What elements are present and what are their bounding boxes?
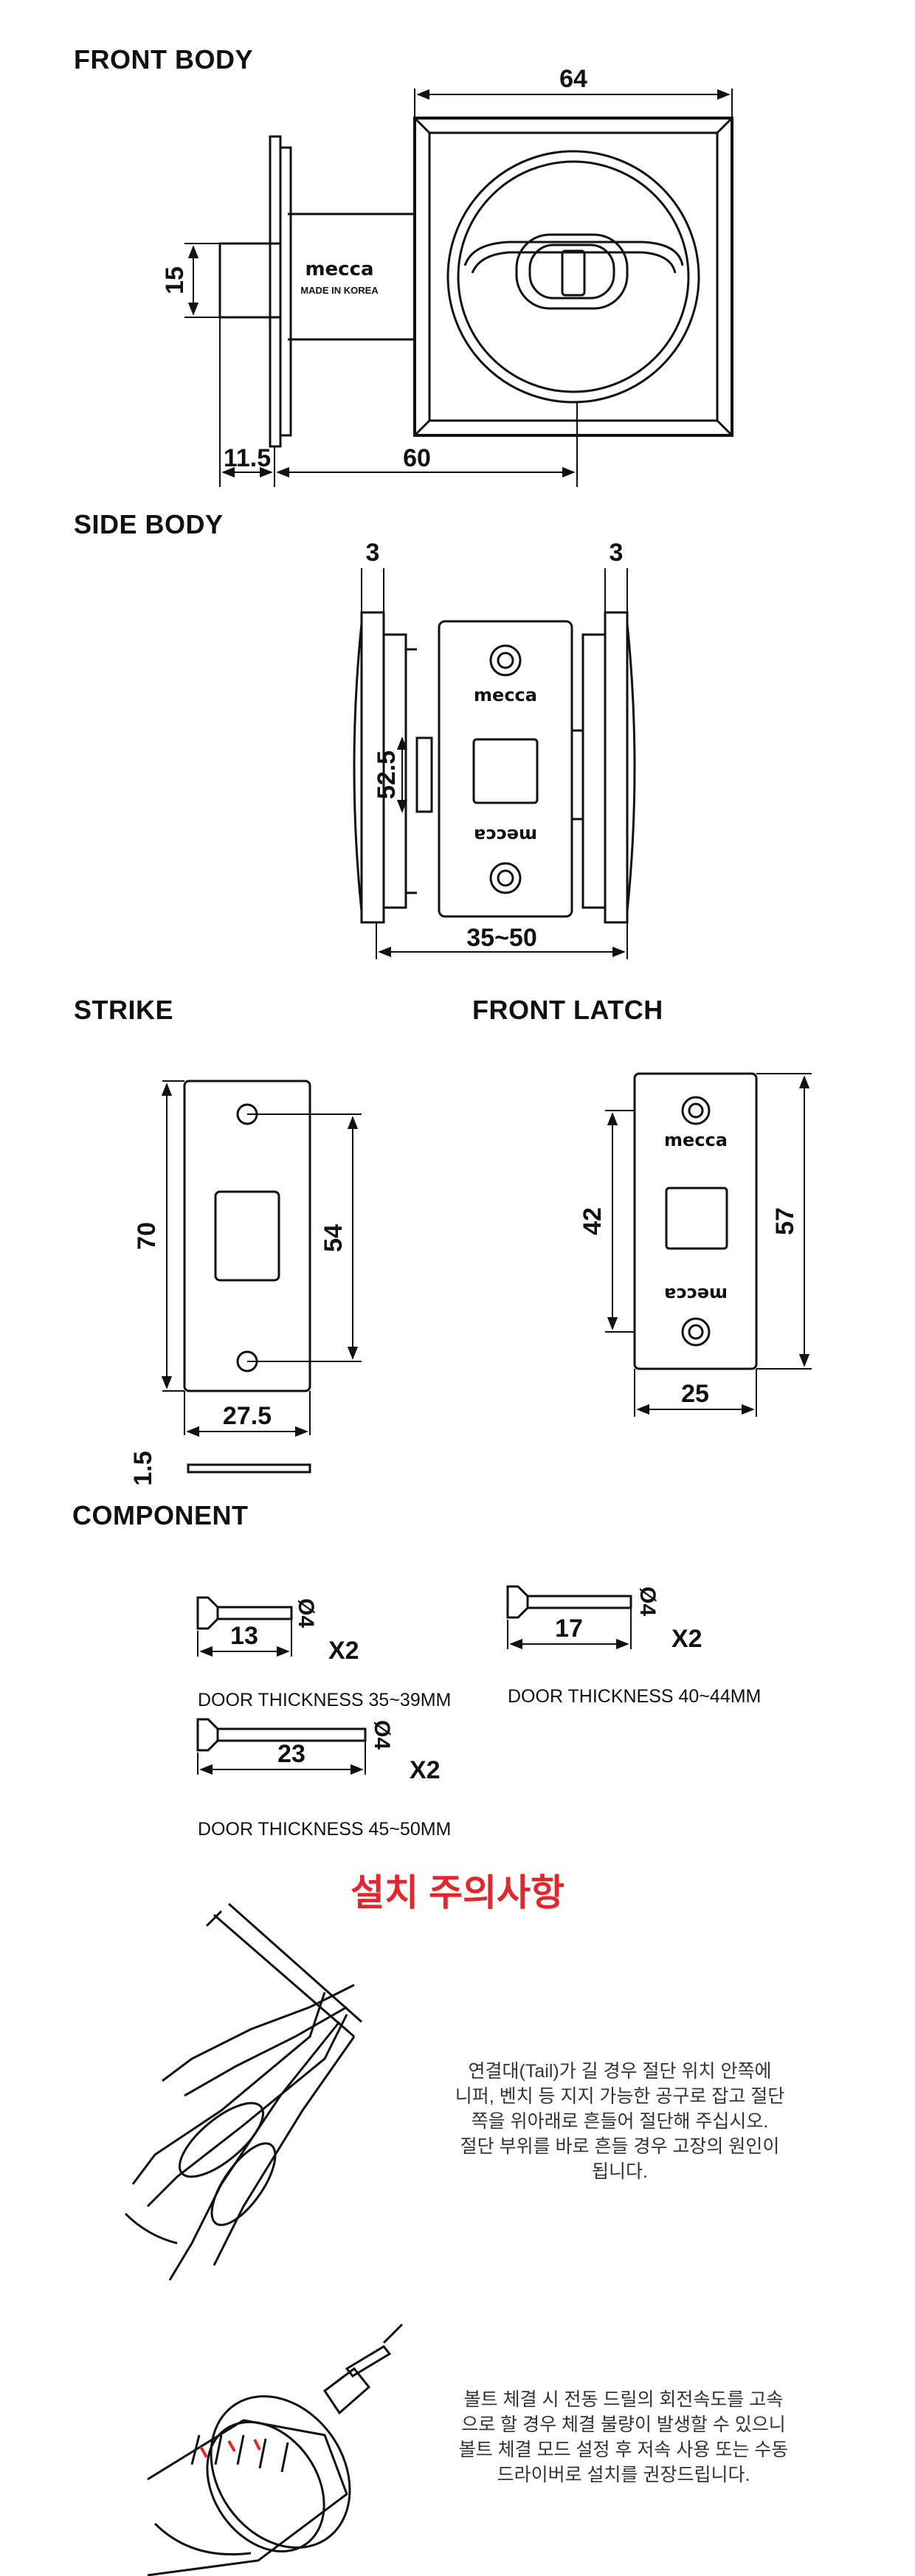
tip2-line: 볼트 체결 모드 설정 후 저속 사용 또는 수동 bbox=[458, 2439, 789, 2460]
screw3-qty: X2 bbox=[410, 1756, 441, 1784]
screw1-qty: X2 bbox=[328, 1637, 359, 1665]
tip1-line: 절단 부위를 바로 흔들 경우 고장의 원인이 bbox=[460, 2136, 780, 2157]
front-latch-logo: mecca bbox=[664, 1130, 728, 1150]
dim-latch-width: 25 bbox=[681, 1380, 709, 1408]
dim-side-height: 52.5 bbox=[373, 750, 401, 799]
tip2-line: 으로 할 경우 체결 불량이 발생할 수 있으니 bbox=[461, 2414, 786, 2435]
tip-pliers-text: 연결대(Tail)가 길 경우 절단 위치 안쪽에 니퍼, 벤치 등 지지 가능… bbox=[398, 2059, 841, 2184]
screw-23-drawing bbox=[196, 1718, 367, 1775]
side-body-heading: SIDE BODY bbox=[74, 509, 224, 539]
front-body-drawing bbox=[184, 89, 733, 487]
made-in-label: MADE IN KOREA bbox=[300, 285, 379, 296]
dim-strike-height: 70 bbox=[133, 1222, 161, 1250]
side-latch-logo: mecca bbox=[474, 685, 537, 705]
dim-screw1-diameter: Ø4 bbox=[294, 1598, 318, 1628]
front-body-logo: mecca bbox=[305, 258, 373, 280]
dim-screw2-length: 17 bbox=[555, 1615, 583, 1643]
dim-strike-width: 27.5 bbox=[223, 1402, 272, 1430]
front-latch-drawing bbox=[605, 1072, 812, 1417]
strike-drawing bbox=[162, 1080, 362, 1474]
screw-13-drawing bbox=[196, 1596, 293, 1657]
install-notice-title: 설치 주의사항 bbox=[351, 1872, 564, 1913]
drill-illustration bbox=[147, 2323, 404, 2576]
dim-front-offset: 11.5 bbox=[224, 444, 271, 472]
tip2-line: 드라이버로 설치를 권장드립니다. bbox=[497, 2465, 750, 2485]
strike-heading: STRIKE bbox=[74, 995, 174, 1025]
tip1-line: 연결대(Tail)가 길 경우 절단 위치 안쪽에 bbox=[468, 2061, 772, 2082]
dim-side-range: 35~50 bbox=[466, 924, 537, 952]
side-latch-logo-inverted: mecca bbox=[474, 825, 537, 846]
dim-strike-thickness: 1.5 bbox=[129, 1451, 157, 1485]
tip1-line: 됩니다. bbox=[592, 2161, 648, 2182]
dim-screw3-diameter: Ø4 bbox=[370, 1720, 394, 1750]
dim-side-right-plate: 3 bbox=[610, 539, 624, 567]
tip1-line: 쪽을 위아래로 흔들어 절단해 주십시오. bbox=[471, 2111, 769, 2132]
dim-front-length: 60 bbox=[403, 444, 431, 472]
front-latch-logo-inverted: mecca bbox=[664, 1284, 728, 1305]
side-body-drawing bbox=[353, 568, 636, 959]
dim-latch-height: 57 bbox=[771, 1207, 799, 1235]
tip-drill-text: 볼트 체결 시 전동 드릴의 회전속도를 고속 으로 할 경우 체결 불량이 발… bbox=[402, 2387, 845, 2487]
dim-screw3-length: 23 bbox=[277, 1740, 305, 1768]
screw2-caption: DOOR THICKNESS 40~44MM bbox=[508, 1686, 762, 1707]
front-body-heading: FRONT BODY bbox=[74, 44, 253, 75]
tip1-line: 니퍼, 벤치 등 지지 가능한 공구로 잡고 절단 bbox=[455, 2086, 785, 2107]
screw-17-drawing bbox=[506, 1585, 632, 1649]
dim-latch-holes: 42 bbox=[579, 1207, 607, 1235]
screw1-caption: DOOR THICKNESS 35~39MM bbox=[198, 1690, 452, 1710]
dim-strike-holes: 54 bbox=[320, 1224, 348, 1252]
component-heading: COMPONENT bbox=[72, 1500, 249, 1530]
dim-screw2-diameter: Ø4 bbox=[635, 1586, 660, 1616]
front-latch-heading: FRONT LATCH bbox=[472, 995, 663, 1025]
drill-clutch-marks bbox=[199, 2439, 261, 2458]
dim-screw1-length: 13 bbox=[230, 1622, 258, 1650]
dim-front-height: 15 bbox=[161, 266, 189, 294]
screw3-caption: DOOR THICKNESS 45~50MM bbox=[198, 1819, 452, 1840]
screw2-qty: X2 bbox=[671, 1625, 702, 1653]
dim-side-left-plate: 3 bbox=[366, 539, 380, 567]
tip2-line: 볼트 체결 시 전동 드릴의 회전속도를 고속 bbox=[463, 2389, 784, 2410]
dim-front-width: 64 bbox=[559, 65, 587, 93]
pliers-illustration bbox=[124, 1902, 362, 2281]
